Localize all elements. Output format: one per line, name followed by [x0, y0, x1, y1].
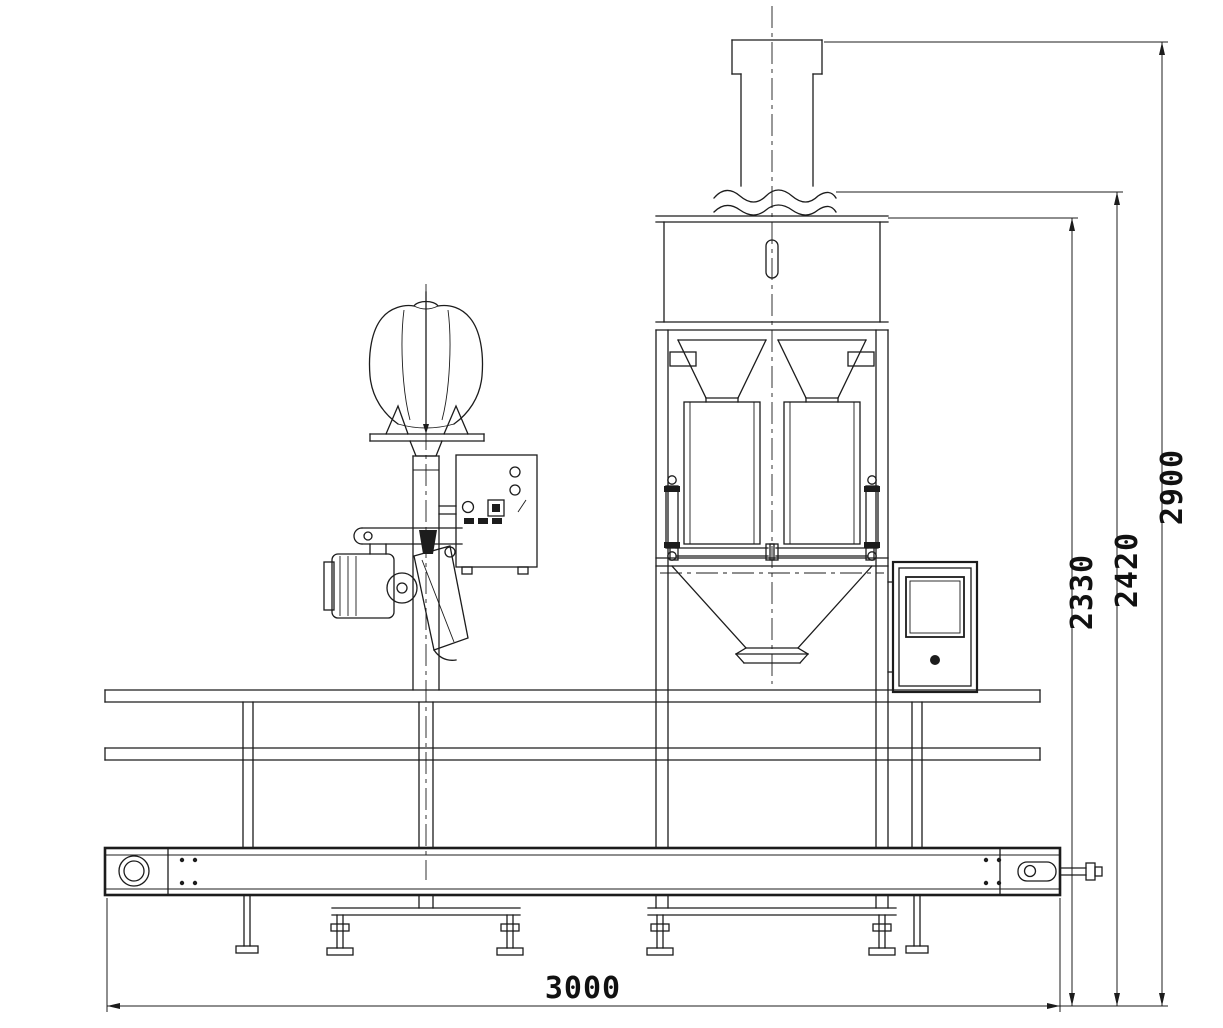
- dimension-label-overall-length: 3000: [545, 971, 621, 1006]
- tension-slot: [1017, 861, 1057, 882]
- panel-screen: [905, 576, 965, 638]
- feed-pipe: [731, 39, 823, 187]
- conveyor: [103, 846, 1103, 897]
- control-box: [438, 454, 538, 575]
- center-lines: [425, 6, 884, 880]
- tail-roller: [1023, 864, 1037, 878]
- touchscreen-panel: [887, 560, 979, 694]
- bag-clamp-arms: [385, 404, 469, 435]
- feed-funnels: [669, 339, 875, 403]
- discharge-cone: [671, 565, 873, 664]
- column-clamp-block: [419, 530, 437, 554]
- bag-station: [368, 291, 485, 691]
- dimension-label-2330: 2330: [1065, 554, 1100, 630]
- funnel-bracket-left: [669, 351, 697, 367]
- indicator-light: [509, 466, 521, 478]
- dimension-label-2420: 2420: [1110, 532, 1145, 608]
- weigher-body: [655, 215, 889, 323]
- selector-switch: [487, 499, 505, 517]
- platform: [104, 689, 1041, 849]
- motor: [331, 553, 395, 619]
- gate-cylinder-left: [664, 475, 680, 561]
- start-button: [461, 500, 475, 514]
- indicator-light: [509, 484, 521, 496]
- weigher-frame: [655, 329, 889, 909]
- support-feet: [235, 894, 929, 956]
- bag-tray: [369, 433, 485, 457]
- dimension-label-2900: 2900: [1155, 449, 1190, 525]
- gate-cylinder-right: [864, 475, 880, 561]
- panel-button: [930, 655, 940, 665]
- station-column: [412, 455, 440, 691]
- take-up-screw: [1059, 862, 1103, 881]
- flexible-connection: [713, 189, 837, 216]
- belt-pulley: [386, 572, 418, 604]
- inclined-chute: [413, 545, 469, 651]
- sewing-unit: [323, 527, 469, 661]
- head-roller: [118, 855, 150, 887]
- sight-slot: [765, 239, 779, 279]
- dimensions: 3000 2330 2420 2900: [106, 41, 1190, 1012]
- funnel-bracket-right: [847, 351, 875, 367]
